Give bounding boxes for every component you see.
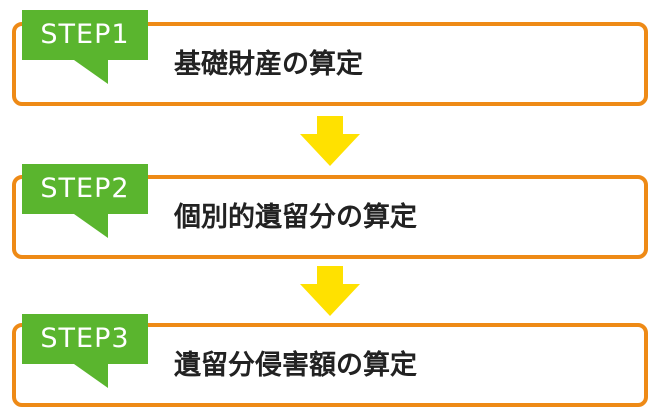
- down-arrow-icon: [300, 116, 360, 166]
- step-title-1: 基礎財産の算定: [174, 49, 363, 80]
- step-title-2: 個別的遺留分の算定: [174, 202, 417, 233]
- step-tag-2: STEP2: [22, 164, 148, 214]
- step-tag-2-tail: [74, 214, 108, 238]
- step-tag-3: STEP3: [22, 314, 148, 364]
- step-tag-3-tail: [74, 364, 108, 388]
- down-arrow-icon: [300, 266, 360, 316]
- step-tag-1-tail: [74, 60, 108, 84]
- step-title-3: 遺留分侵害額の算定: [174, 350, 417, 381]
- step-tag-1: STEP1: [22, 10, 148, 60]
